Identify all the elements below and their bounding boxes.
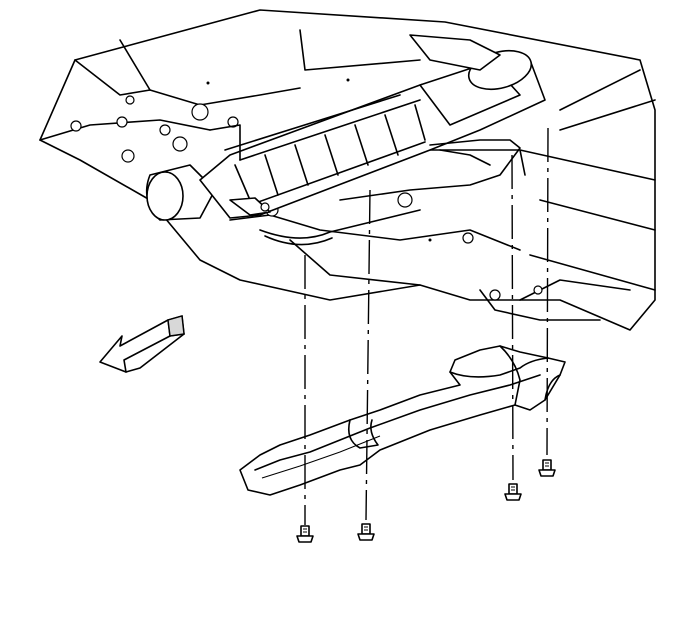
bolt-icon (504, 483, 522, 501)
bolt-icon (296, 525, 314, 543)
bolt-icon (357, 523, 375, 541)
heat-shield (239, 345, 566, 496)
exhaust-system (145, 34, 546, 246)
bolt-icon (538, 459, 556, 477)
alignment-lines (304, 127, 549, 525)
exhaust-hanger-bracket (409, 34, 501, 71)
front-direction-arrow-icon (99, 315, 185, 373)
